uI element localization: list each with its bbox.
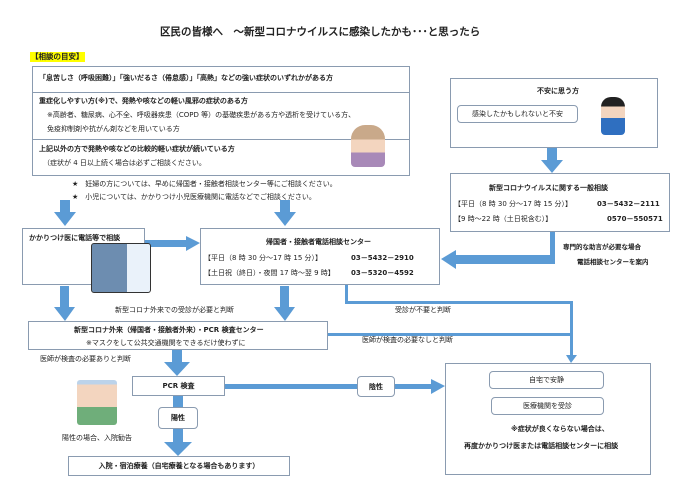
label-need-outpatient: 新型コロナ外来での受診が必要と判断: [115, 306, 234, 314]
line: [328, 333, 572, 336]
arrow: [541, 160, 563, 173]
guide-row-2-note-1: ※高齢者、糖尿病、心不全、呼吸器疾患（COPD 等）の基礎疾患がある方や透析を受…: [47, 111, 356, 119]
arrow: [225, 384, 432, 389]
family-doctor-box: かかりつけ医に電話等で相談: [22, 228, 151, 293]
anxious-title: 不安に思う方: [537, 87, 579, 95]
clinic-doctor-illustration: [91, 243, 151, 293]
general-daily-label: 【9 時～22 時（土日祝含む）】: [454, 215, 553, 223]
note-pregnant: ★ 妊婦の方については、早めに帰国者・接触者相談センター等にご相談ください。: [72, 180, 337, 188]
arrow: [60, 286, 69, 308]
label-positive-case: 陽性の場合、入院勧告: [62, 434, 132, 442]
page-title: 区民の皆様へ ～新型コロナウイルスに感染したかも･･･と思ったら: [160, 26, 481, 38]
general-title: 新型コロナウイルスに関する一般相談: [489, 184, 608, 192]
center-holiday-label: 【土日祝（終日）・夜間 17 時～翌 9 時】: [204, 269, 335, 277]
arrow: [145, 240, 187, 247]
arrow: [186, 236, 200, 251]
arrow: [172, 350, 182, 363]
label-doctor-test: 医師が検査の必要ありと判断: [40, 355, 131, 363]
line: [345, 285, 348, 303]
note-children: ★ 小児については、かかりつけ小児医療機関に電話などでご相談ください。: [72, 193, 316, 201]
label-no-need: 受診が不要と判断: [395, 306, 451, 314]
arrow: [547, 148, 557, 160]
visit-medical: 医療機関を受診: [491, 397, 604, 415]
guide-row-2-note-2: 免疫抑制剤や抗がん剤などを用いている方: [47, 125, 180, 133]
negative-badge: 陰性: [357, 376, 395, 397]
arrow: [54, 307, 75, 321]
guide-row-2-title: 重症化しやすい方(※)で、発熱や咳などの軽い風邪の症状のある方: [39, 97, 248, 105]
label-doctor-no-test: 医師が検査の必要なしと判断: [362, 336, 453, 344]
pcr-box: PCR 検査: [132, 376, 225, 396]
elderly-woman-coughing-illustration: [351, 125, 385, 167]
arrow: [431, 379, 445, 394]
family-doctor-title: かかりつけ医に電話等で相談: [29, 234, 121, 242]
worried-person-illustration: [601, 97, 625, 135]
guide-row-3-note: （症状が 4 日以上続く場合は必ずご相談ください。: [43, 159, 206, 167]
consultation-center-box: 帰国者・接触者電話相談センター 【平日（8 時 30 分～17 時 15 分）】…: [200, 228, 440, 285]
hospitalization-box: 入院・宿泊療養（自宅療養となる場合もあります）: [68, 456, 290, 476]
expert-note-1: 専門的な助言が必要な場合: [563, 243, 641, 251]
arrow: [280, 286, 289, 308]
arrow: [164, 442, 192, 456]
divider: [33, 92, 409, 93]
arrow: [455, 255, 555, 264]
arrow: [441, 250, 456, 269]
result-note-2: 再度かかりつけ医または電話相談センターに相談: [464, 442, 619, 450]
arrow: [566, 355, 577, 363]
arrow: [550, 232, 555, 262]
rest-at-home: 自宅で安静: [489, 371, 604, 389]
anxious-bubble: 感染したかもしれないと不安: [457, 105, 578, 123]
outpatient-title: 新型コロナ外来（帰国者・接触者外来）・PCR 検査センター: [74, 326, 264, 334]
center-weekday-phone: 03－5432－2910: [351, 254, 414, 262]
result-note-1: ※症状が良くならない場合は、: [511, 425, 609, 433]
center-weekday-label: 【平日（8 時 30 分～17 時 15 分）】: [204, 254, 323, 262]
result-box: 自宅で安静 医療機関を受診 ※症状が良くならない場合は、 再度かかりつけ医または…: [445, 363, 651, 475]
general-weekday-label: 【平日（8 時 30 分～17 時 15 分）】: [454, 200, 573, 208]
guide-row-1: 「息苦しさ（呼吸困難）」「強いだるさ（倦怠感）」「高熱」などの強い症状のいずれか…: [39, 74, 333, 82]
positive-badge: 陽性: [158, 407, 198, 429]
person-coughing-illustration: [77, 380, 117, 425]
arrow: [280, 200, 290, 212]
arrow: [164, 362, 190, 376]
general-consultation-box: 新型コロナウイルスに関する一般相談 【平日（8 時 30 分～17 時 15 分…: [450, 173, 670, 232]
general-daily-phone: 0570－550571: [607, 215, 663, 223]
line: [570, 301, 573, 356]
expert-note-2: 電話相談センターを案内: [577, 258, 649, 266]
line: [345, 301, 573, 304]
center-holiday-phone: 03－5320－4592: [351, 269, 414, 277]
guide-label: 【相談の目安】: [30, 52, 85, 62]
outpatient-box: 新型コロナ外来（帰国者・接触者外来）・PCR 検査センター ※マスクをして公共交…: [28, 321, 328, 350]
general-weekday-phone: 03－5432－2111: [597, 200, 660, 208]
center-title: 帰国者・接触者電話相談センター: [266, 238, 371, 246]
arrow: [60, 200, 70, 212]
anxious-box: 不安に思う方 感染したかもしれないと不安: [450, 78, 658, 148]
arrow: [54, 212, 76, 226]
arrow: [274, 307, 295, 321]
outpatient-note: ※マスクをして公共交通機関をできるだけ使わずに: [86, 339, 246, 347]
guide-box: 「息苦しさ（呼吸困難）」「強いだるさ（倦怠感）」「高熱」などの強い症状のいずれか…: [32, 66, 410, 176]
divider: [33, 139, 409, 140]
arrow: [274, 212, 296, 226]
guide-row-3-title: 上記以外の方で発熱や咳などの比較的軽い症状が続いている方: [39, 145, 235, 153]
